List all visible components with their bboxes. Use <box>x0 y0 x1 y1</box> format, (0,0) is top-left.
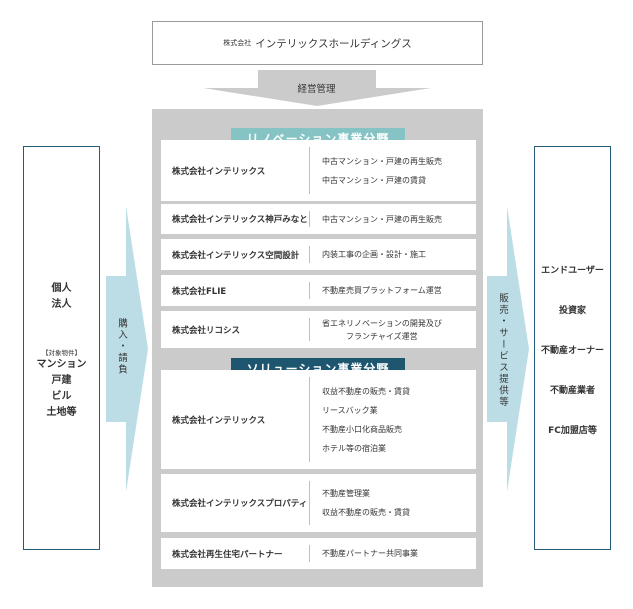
company-name: 株式会社再生住宅パートナー <box>172 549 283 560</box>
renovation-row-2: 株式会社インテリックス神戸みなと 中古マンション・戸建の再生販売 <box>161 204 476 234</box>
sales-arrow <box>487 206 529 492</box>
solution-row-2: 株式会社インテリックスプロパティ 不動産管理業 収益不動産の販売・賃貸 <box>161 474 476 532</box>
business-item: 内装工事の企画・設計・施工 <box>322 250 426 259</box>
company-name: 株式会社インテリックス <box>172 415 266 426</box>
property-item: 土地等 <box>46 407 77 418</box>
business-item: ホテル等の宿泊業 <box>322 443 386 453</box>
row-divider <box>309 545 310 562</box>
property-item: 戸建 <box>51 375 72 386</box>
purchase-label: 購入・請負 <box>116 318 127 376</box>
business-item: 収益不動産の販売・賃貸 <box>322 508 410 517</box>
business-list: 不動産売買プラットフォーム運営 <box>310 284 476 297</box>
row-divider <box>309 211 310 227</box>
management-arrow <box>203 70 431 106</box>
business-list: 収益不動産の販売・賃貸 リースバック業 不動産小口化商品販売 ホテル等の宿泊業 <box>310 385 476 455</box>
business-item: 不動産小口化商品販売 <box>322 424 402 434</box>
row-divider <box>309 147 310 194</box>
company-name: 株式会社リコシス <box>172 325 241 336</box>
business-list: 不動産管理業 収益不動産の販売・賃貸 <box>310 487 476 519</box>
row-divider <box>309 377 310 462</box>
row-divider <box>309 318 310 341</box>
client-item: 投資家 <box>558 306 586 316</box>
business-item: 中古マンション・戸建の賃貸 <box>322 175 426 185</box>
company-name: 株式会社インテリックスプロパティ <box>172 499 308 509</box>
customer-individual: 個人 <box>51 283 72 294</box>
business-item: 中古マンション・戸建の再生販売 <box>322 214 442 224</box>
holding-prefix: 株式会社 <box>223 39 252 47</box>
company-name: 株式会社インテリックス <box>172 166 266 177</box>
business-list: 中古マンション・戸建の再生販売 中古マンション・戸建の賃貸 <box>310 155 476 187</box>
renovation-row-3: 株式会社インテリックス空間設計 内装工事の企画・設計・施工 <box>161 239 476 270</box>
business-item: フランチャイズ運営 <box>346 331 418 341</box>
business-item: 不動産売買プラットフォーム運営 <box>322 286 442 295</box>
solution-row-3: 株式会社再生住宅パートナー 不動産パートナー共同事業 <box>161 538 476 569</box>
solution-row-1: 株式会社インテリックス 収益不動産の販売・賃貸 リースバック業 不動産小口化商品… <box>161 370 476 469</box>
client-item: エンドユーザー <box>541 266 604 276</box>
customer-panel: 個人 法人 【対象物件】 マンション 戸建 ビル 土地等 <box>23 146 100 550</box>
client-panel: エンドユーザー 投資家 不動産オーナー 不動産業者 FC加盟店等 <box>534 146 611 550</box>
business-list: 省エネリノベーションの開発及び フランチャイズ運営 <box>310 317 476 343</box>
company-name: 株式会社FLIE <box>172 286 227 297</box>
business-item: リースバック業 <box>322 405 378 415</box>
company-name: 株式会社インテリックス空間設計 <box>172 250 300 261</box>
holding-company-box: 株式会社 インテリックスホールディングス <box>152 21 483 65</box>
row-divider <box>309 282 310 299</box>
client-item: FC加盟店等 <box>548 426 597 436</box>
business-item: 不動産管理業 <box>322 489 370 498</box>
management-label: 経営管理 <box>297 84 336 95</box>
business-item: 収益不動産の販売・賃貸 <box>322 386 410 396</box>
business-item: 中古マンション・戸建の再生販売 <box>322 156 442 166</box>
customer-corporate: 法人 <box>51 299 72 310</box>
client-item: 不動産業者 <box>549 386 595 396</box>
company-name: 株式会社インテリックス神戸みなと <box>172 215 308 225</box>
business-list: 中古マンション・戸建の再生販売 <box>310 213 476 226</box>
business-list: 不動産パートナー共同事業 <box>310 547 476 560</box>
row-divider <box>309 481 310 525</box>
purchase-arrow <box>106 206 148 492</box>
renovation-row-4: 株式会社FLIE 不動産売買プラットフォーム運営 <box>161 275 476 306</box>
client-item: 不動産オーナー <box>540 346 604 356</box>
renovation-row-5: 株式会社リコシス 省エネリノベーションの開発及び フランチャイズ運営 <box>161 311 476 348</box>
property-item: ビル <box>51 391 72 402</box>
holding-name: インテリックスホールディングス <box>255 37 412 50</box>
renovation-row-1: 株式会社インテリックス 中古マンション・戸建の再生販売 中古マンション・戸建の賃… <box>161 140 476 201</box>
business-list: 内装工事の企画・設計・施工 <box>310 248 476 261</box>
sales-label: 販売・サービス提供等 <box>497 293 508 408</box>
property-item: マンション <box>36 359 87 370</box>
business-item: 不動産パートナー共同事業 <box>322 549 418 558</box>
target-property-note: 【対象物件】 <box>42 349 81 357</box>
business-item: 省エネリノベーションの開発及び <box>322 318 442 328</box>
row-divider <box>309 246 310 263</box>
